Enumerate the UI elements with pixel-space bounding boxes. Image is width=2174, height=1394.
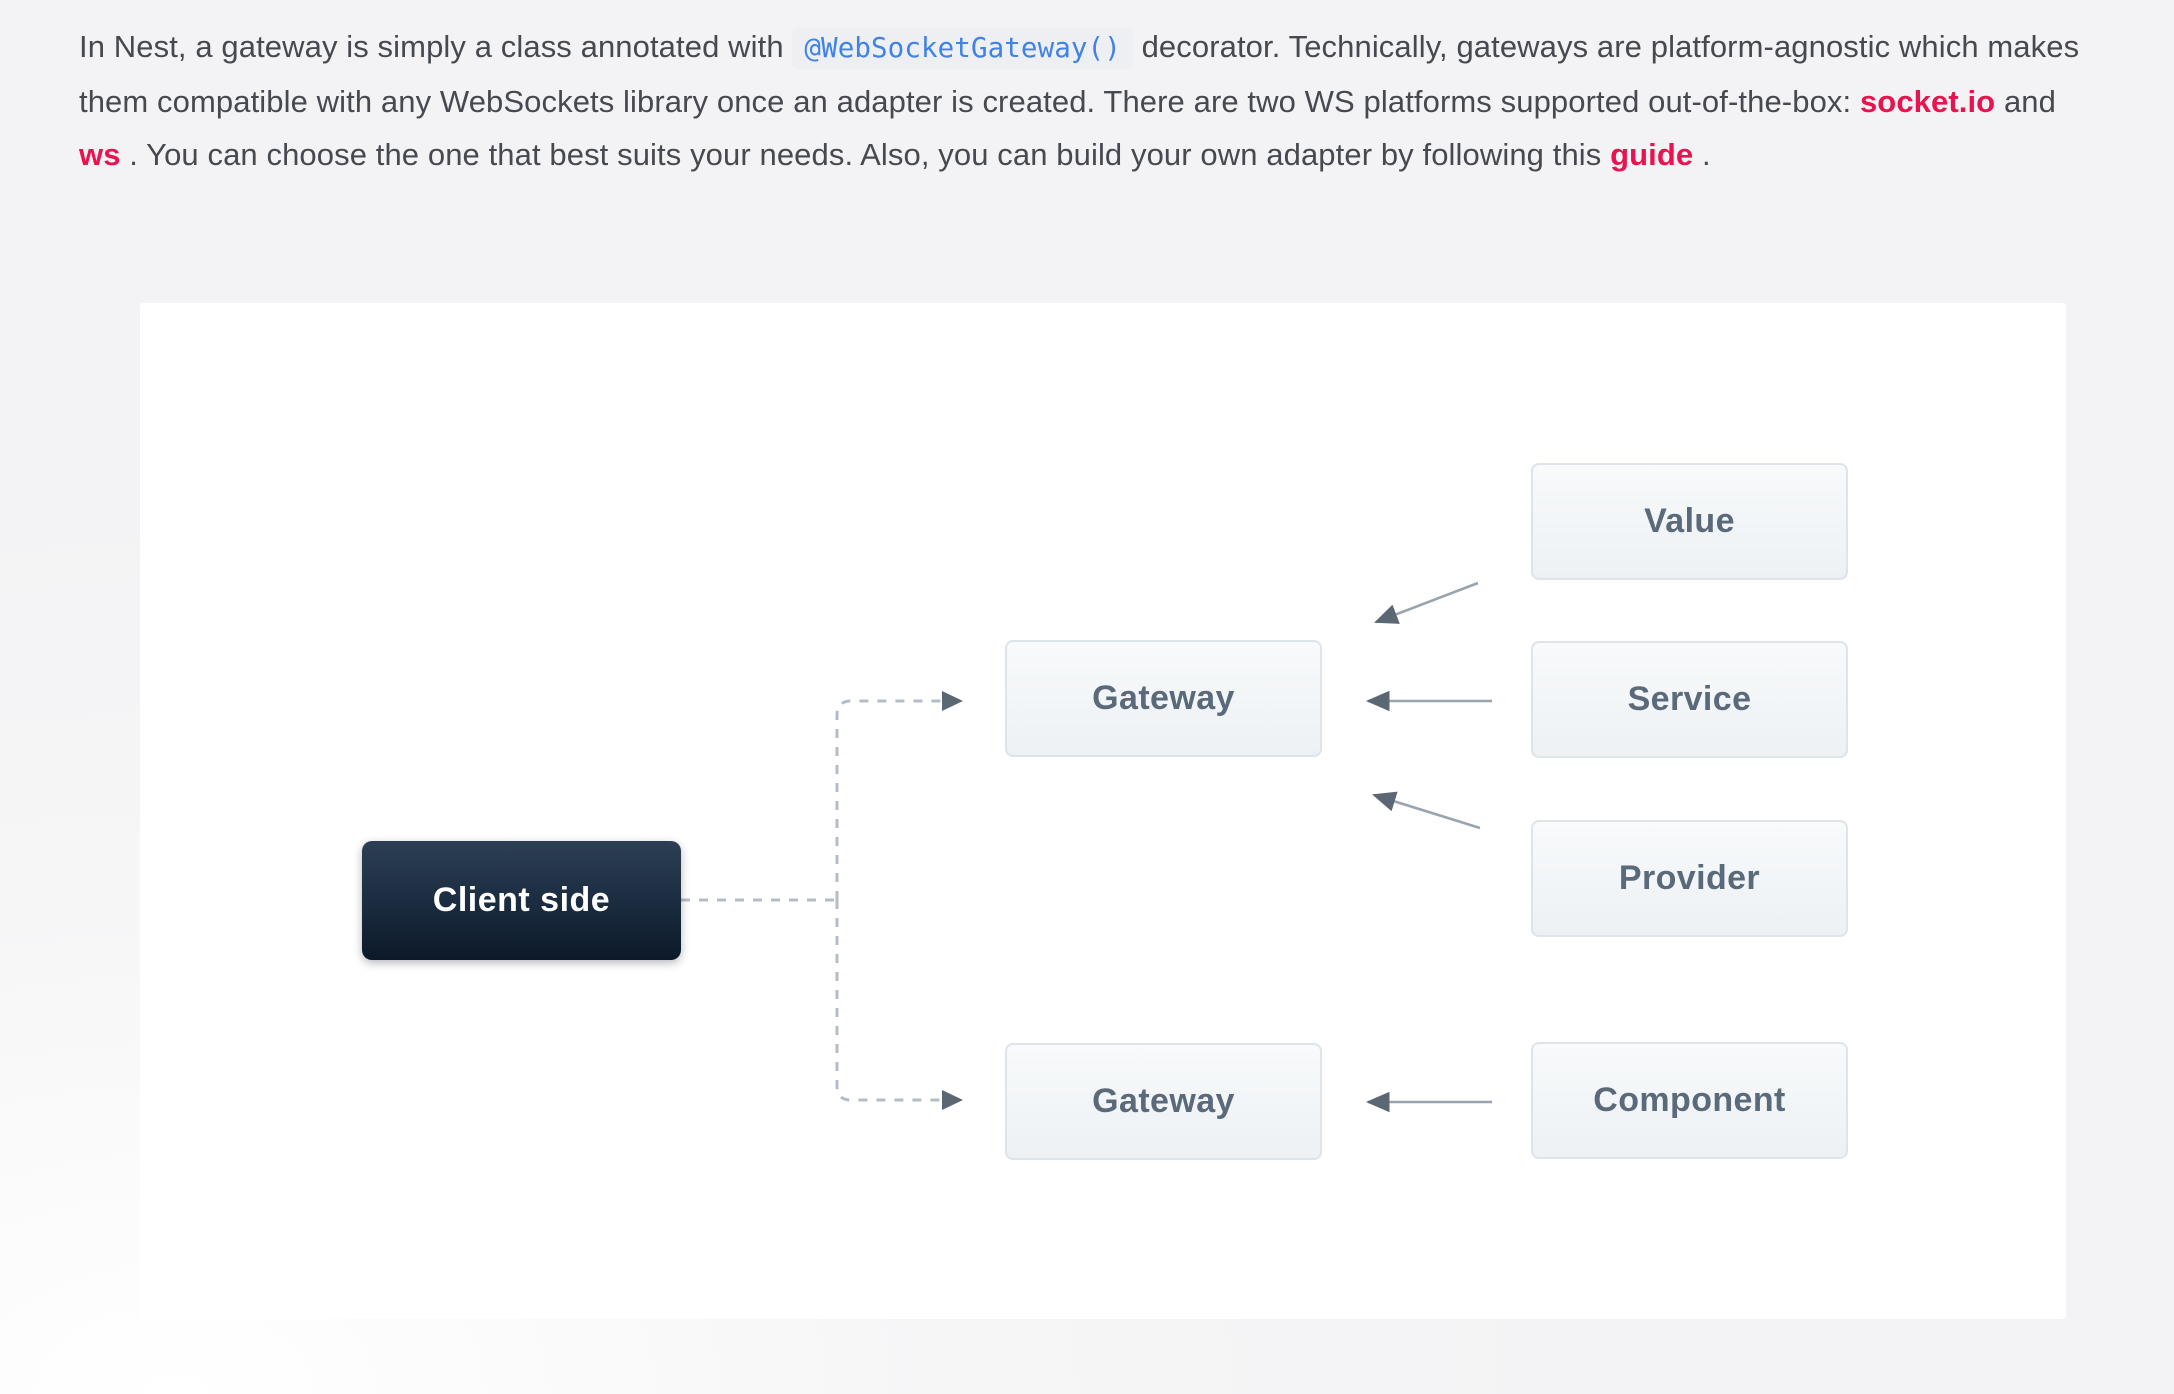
node-gateway-bottom: Gateway	[1005, 1043, 1322, 1160]
node-value: Value	[1531, 463, 1848, 580]
diagram-connectors	[681, 581, 1492, 1113]
node-service-label: Service	[1627, 680, 1752, 718]
paragraph-text: and	[2003, 84, 2056, 119]
diagram-figure-card: Client side Gateway Gateway Value Servic…	[140, 303, 2066, 1319]
link-ws[interactable]: ws	[79, 137, 121, 172]
dashed-arrowhead-top-gateway	[942, 691, 963, 711]
node-gateway-bottom-label: Gateway	[1092, 1082, 1235, 1120]
solid-arrows	[1365, 581, 1492, 1113]
link-socketio[interactable]: socket.io	[1859, 84, 1996, 119]
node-provider-label: Provider	[1618, 859, 1761, 897]
node-gateway-top: Gateway	[1005, 640, 1322, 757]
arrow-value-to-gateway	[1374, 581, 1479, 624]
dashed-connector-client-to-gateways	[681, 699, 941, 1102]
paragraph-text: In Nest, a gateway is simply a class ann…	[79, 29, 793, 64]
node-provider: Provider	[1531, 820, 1848, 937]
node-value-label: Value	[1644, 502, 1735, 540]
node-gateway-top-label: Gateway	[1092, 679, 1235, 717]
node-component-label: Component	[1593, 1081, 1786, 1119]
paragraph-text: decorator. Technically, gateways are pla…	[79, 29, 2080, 119]
node-service: Service	[1531, 641, 1848, 758]
node-component: Component	[1531, 1042, 1848, 1159]
inline-code-websocketgateway: @WebSocketGateway()	[792, 28, 1133, 69]
node-client-side-label: Client side	[432, 881, 611, 919]
link-guide[interactable]: guide	[1610, 137, 1694, 172]
intro-paragraph: In Nest, a gateway is simply a class ann…	[79, 20, 2091, 181]
paragraph-text: .	[1701, 137, 1711, 172]
dashed-arrowhead-bottom-gateway	[942, 1090, 963, 1110]
paragraph-text: . You can choose the one that best suits…	[129, 137, 1611, 172]
arrow-provider-to-gateway	[1372, 791, 1481, 830]
node-client-side: Client side	[362, 841, 681, 960]
